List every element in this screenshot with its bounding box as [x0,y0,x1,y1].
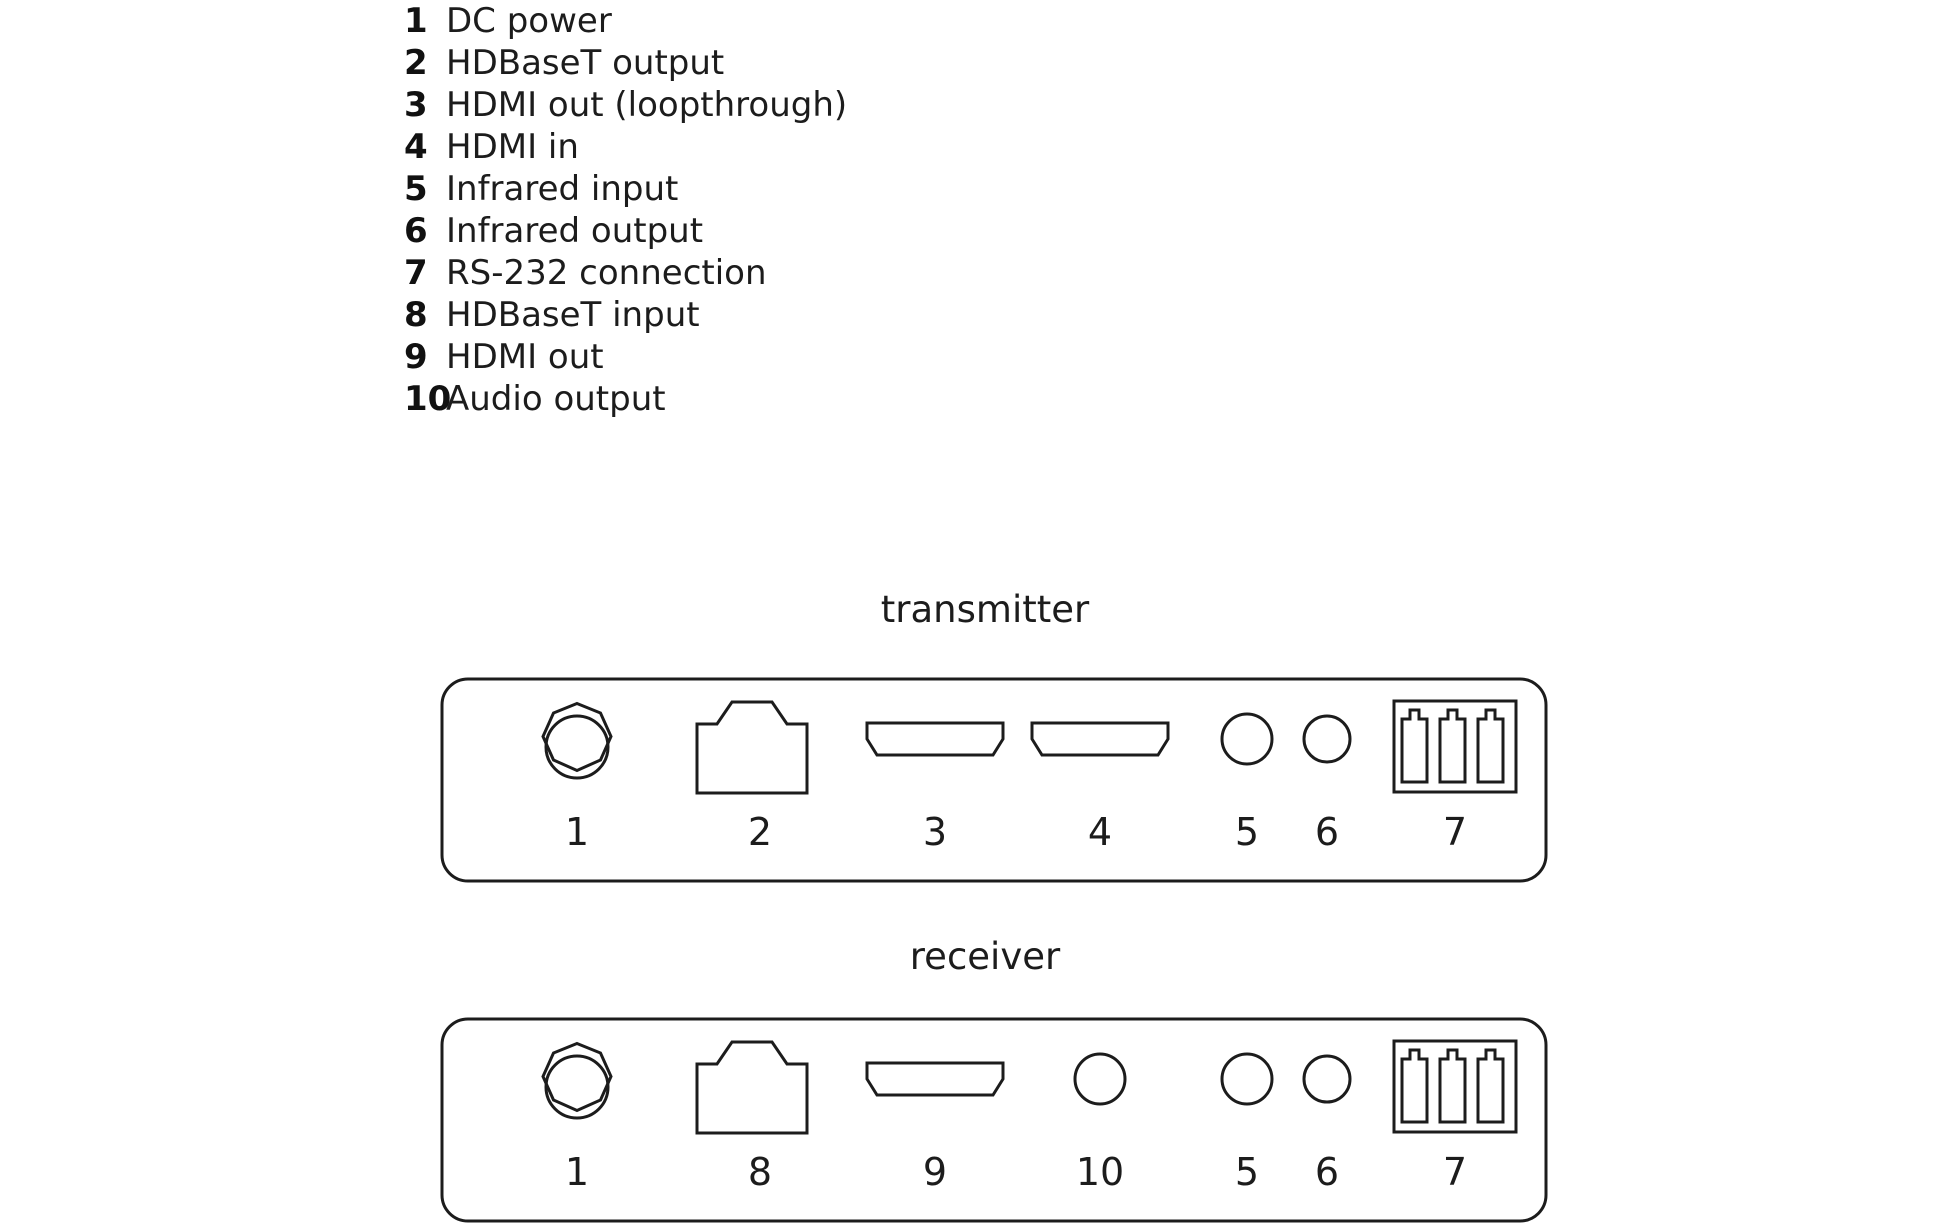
port-number-label: 7 [1443,810,1467,854]
hdmi-port-icon [1030,721,1170,757]
legend-item: 1 DC power [404,0,847,42]
port-number-label: 1 [565,1150,589,1194]
legend-number: 3 [404,85,428,125]
legend-label: HDBaseT input [446,295,700,335]
legend-number: 6 [404,211,428,251]
legend-label: DC power [446,1,612,41]
transmitter-panel: 1 2 3 4 5 6 7 [440,677,1548,883]
legend-label: Infrared output [446,211,704,251]
legend-label: Audio output [446,379,666,419]
rj45-port-icon [695,700,809,795]
legend-label: HDMI in [446,127,579,167]
port-number-label: 5 [1235,810,1259,854]
legend-number: 2 [404,43,428,83]
port-number-label: 2 [748,810,772,854]
rj45-port-icon [695,1040,809,1135]
legend-item: 4 HDMI in [404,126,847,168]
jack-port-icon [1073,1052,1127,1106]
jack-port-icon [1220,712,1274,766]
legend-label: HDMI out (loopthrough) [446,85,848,125]
port-number-label: 9 [923,1150,947,1194]
port-number-label: 1 [565,810,589,854]
port-number-label: 7 [1443,1150,1467,1194]
terminal-block-icon [1392,1039,1518,1134]
hdmi-port-icon [865,1061,1005,1097]
dc-power-port-icon [541,701,613,780]
legend-item: 6 Infrared output [404,210,847,252]
legend-number: 4 [404,127,428,167]
receiver-title: receiver [909,935,1061,978]
port-number-label: 8 [748,1150,772,1194]
port-number-label: 6 [1315,810,1339,854]
legend-item: 2 HDBaseT output [404,42,847,84]
port-number-label: 4 [1088,810,1112,854]
receiver-enclosure [440,1017,1548,1223]
legend-label: HDMI out [446,337,604,377]
port-number-label: 10 [1076,1150,1124,1194]
dc-power-port-icon [541,1041,613,1120]
legend-item: 10 Audio output [404,378,847,420]
jack-port-icon [1302,714,1352,764]
jack-port-icon [1220,1052,1274,1106]
legend-item: 9 HDMI out [404,336,847,378]
legend-number: 9 [404,337,428,377]
legend-item: 8 HDBaseT input [404,294,847,336]
legend-item: 3 HDMI out (loopthrough) [404,84,847,126]
legend-item: 7 RS-232 connection [404,252,847,294]
port-number-label: 5 [1235,1150,1259,1194]
receiver-panel: 1 8 9 10 5 6 7 [440,1017,1548,1223]
legend-number: 7 [404,253,428,293]
legend-number: 5 [404,169,428,209]
transmitter-enclosure [440,677,1548,883]
terminal-block-icon [1392,699,1518,794]
transmitter-title: transmitter [880,588,1090,631]
legend-number: 8 [404,295,428,335]
legend-label: RS-232 connection [446,253,767,293]
legend-item: 5 Infrared input [404,168,847,210]
legend-label: HDBaseT output [446,43,725,83]
hdmi-port-icon [865,721,1005,757]
port-number-label: 3 [923,810,947,854]
legend-label: Infrared input [446,169,679,209]
legend-number: 1 [404,1,428,41]
port-number-label: 6 [1315,1150,1339,1194]
jack-port-icon [1302,1054,1352,1104]
port-legend: 1 DC power 2 HDBaseT output 3 HDMI out (… [404,0,847,420]
legend-number: 10 [404,379,452,419]
